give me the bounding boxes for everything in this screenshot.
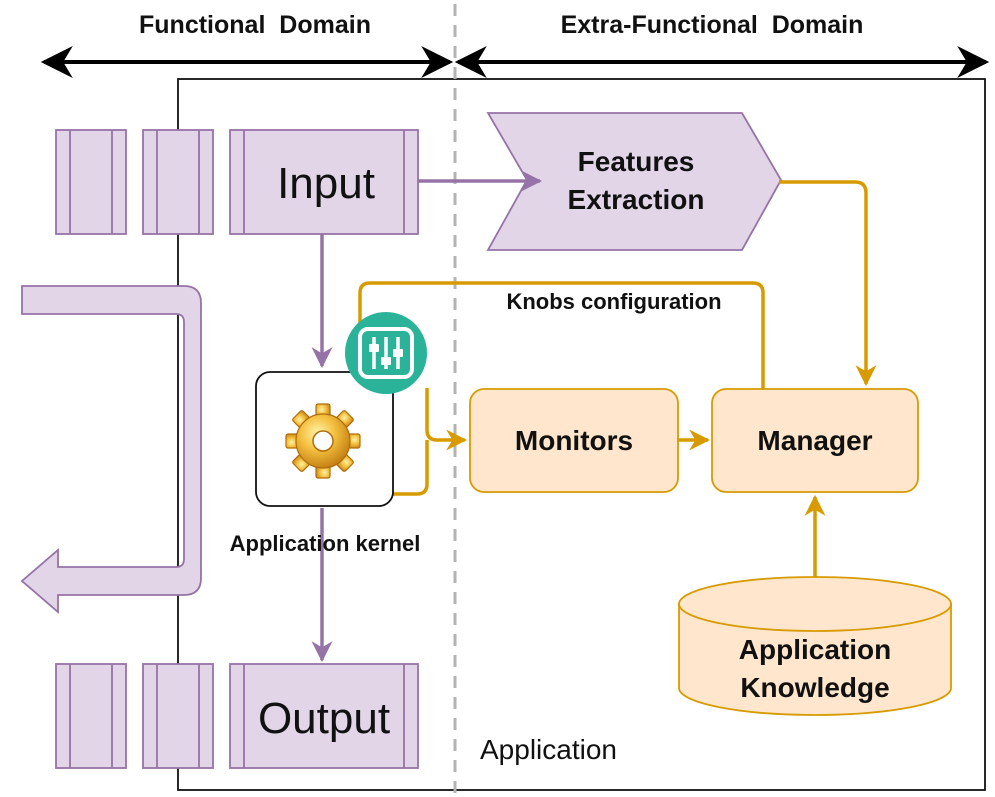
application-knowledge-node xyxy=(678,576,952,716)
input-node xyxy=(229,129,419,235)
edge-manager-knobs xyxy=(358,281,765,389)
loop-back-arrow xyxy=(20,285,202,614)
monitors-node xyxy=(469,388,679,493)
input-queue xyxy=(55,129,214,235)
features-extraction-label-line2: Extraction xyxy=(568,184,705,215)
application-knowledge-label-line1: Application xyxy=(739,634,891,665)
functional-domain-label: Functional Domain xyxy=(139,11,371,39)
edge-kernel-monitors-lower xyxy=(393,440,429,496)
application-knowledge-label-line2: Knowledge xyxy=(740,672,889,703)
knobs-configuration-label: Knobs configuration xyxy=(506,289,721,314)
application-container xyxy=(177,78,986,791)
features-extraction-label-line1: Features xyxy=(578,146,695,177)
monitors-label: Monitors xyxy=(515,425,633,456)
edge-kernel-monitors xyxy=(425,388,468,451)
edge-features-manager xyxy=(779,180,877,387)
output-queue xyxy=(55,663,214,769)
gear-icon xyxy=(285,403,361,479)
sliders-icon xyxy=(345,312,427,394)
extra-functional-domain-label: Extra-Functional Domain xyxy=(561,11,864,39)
manager-label: Manager xyxy=(757,425,872,456)
output-label: Output xyxy=(258,694,390,743)
input-label: Input xyxy=(277,159,375,208)
output-node xyxy=(229,663,419,769)
application-container-label: Application xyxy=(480,734,617,765)
kernel-label: Application kernel xyxy=(230,531,421,556)
manager-node xyxy=(711,388,919,493)
